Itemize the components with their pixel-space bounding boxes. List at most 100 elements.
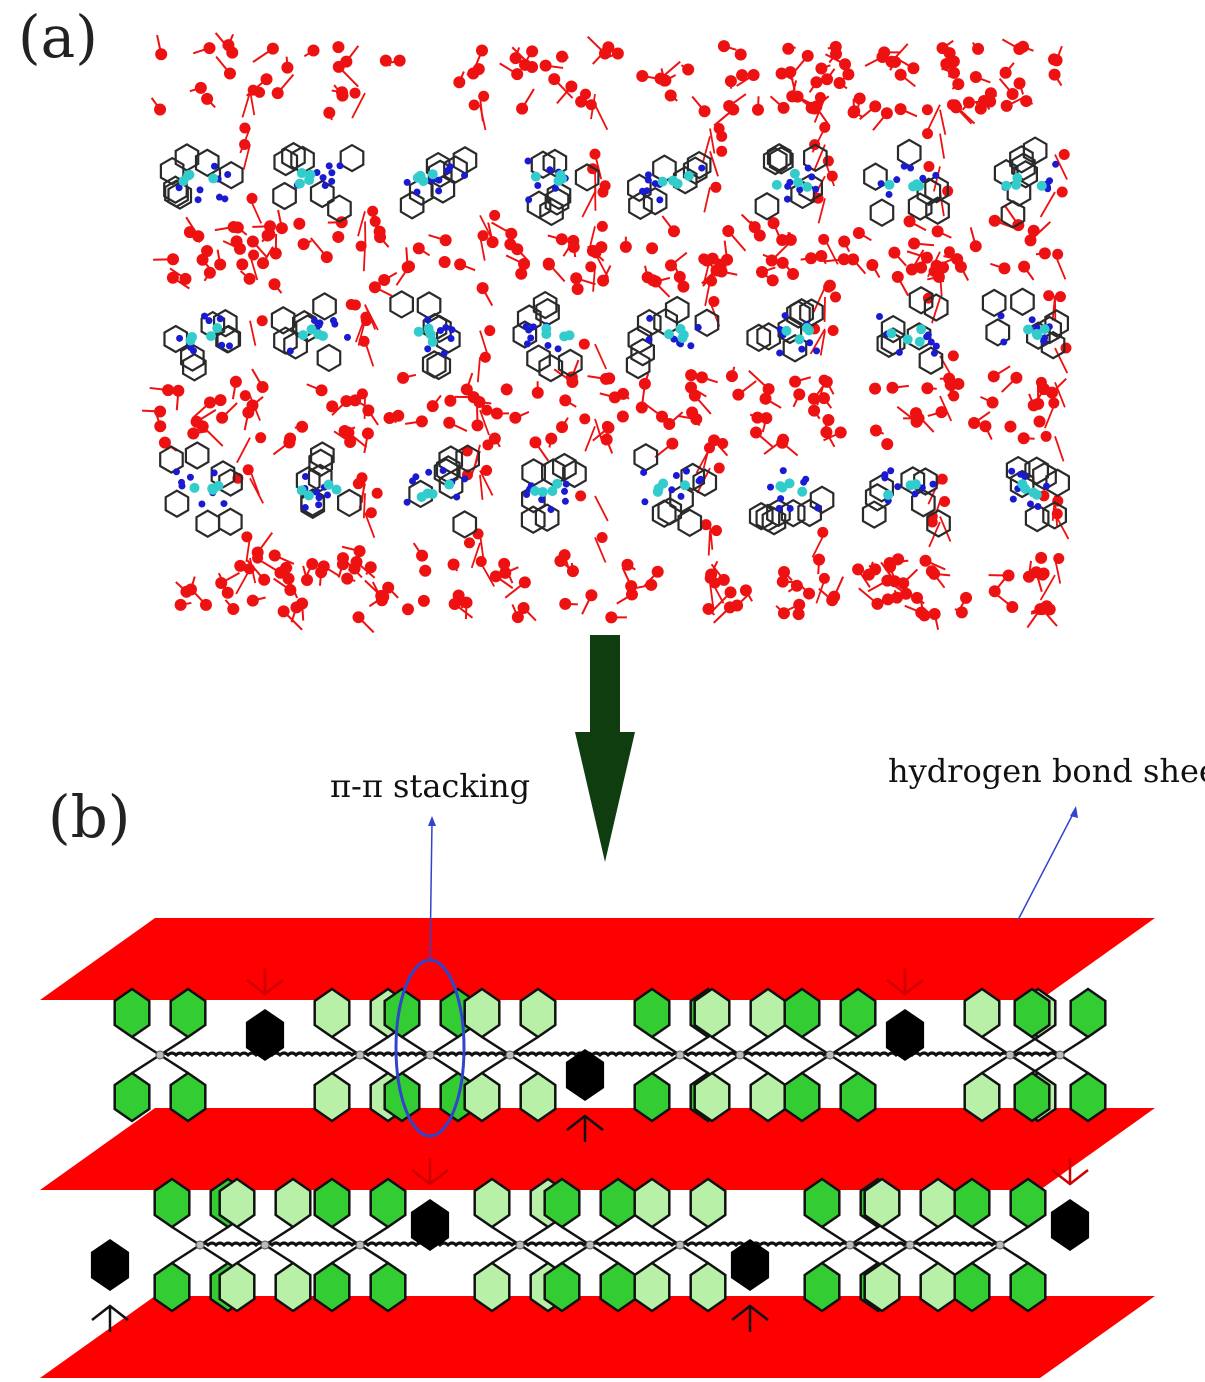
nitrogen-atom [893,176,901,184]
oxygen-atom [471,419,484,432]
oxygen-atom [871,597,884,610]
metal-atom [797,486,808,497]
framework-bond [594,153,603,180]
bipyridine-unit [473,1177,567,1313]
nitrogen-atom [524,157,532,165]
oxygen-atom [559,597,572,610]
oxygen-atom [1027,399,1040,412]
oxygen-atom [822,413,835,426]
oxygen-atom [403,260,416,273]
oxygen-atom [698,253,710,265]
oxygen-atom [636,70,649,83]
carbon-ring [918,346,944,375]
oxygen-atom [955,606,968,619]
carbon-ring [636,308,662,338]
carbon-ring [789,298,815,327]
oxygen-atom [979,420,992,433]
oxygen-atom [257,257,270,270]
carbon-ring [532,290,558,320]
carbon-ring [310,441,335,470]
framework-bond [242,144,251,170]
nitrogen-atom [413,188,421,196]
oxygen-atom [665,259,678,272]
nitrogen-atom [698,164,706,172]
nitrogen-atom [775,504,783,512]
oxygen-framework-band [150,32,1063,131]
oxygen-atom [739,584,752,597]
oxygen-atom [401,603,414,616]
oxygen-atom [852,226,865,239]
oxygen-atom [246,235,259,248]
linker-chain [158,1051,1066,1058]
oxygen-atom [158,436,171,449]
oxygen-atom [233,242,246,255]
oxygen-atom [349,299,361,311]
framework-bond [1039,574,1056,601]
framework-bond [939,271,943,297]
nitrogen-atom [447,334,455,342]
pyridine-ring [633,1071,671,1123]
nitrogen-atom [534,181,542,189]
oxygen-atom [909,407,922,420]
oxygen-atom [1010,371,1023,384]
oxygen-atom [174,598,187,611]
framework-bond [703,187,711,213]
framework-bond [594,418,604,445]
carbon-ring [630,337,656,367]
framework-bond [362,246,366,272]
metal-atom [883,489,894,500]
nitrogen-atom [881,474,889,482]
pyridine-ring [313,1261,351,1313]
carbon-ring [194,148,220,178]
metal-atom [557,173,568,184]
oxygen-atom [784,233,797,246]
nitrogen-atom [804,164,812,172]
nitrogen-atom [425,468,433,476]
oxygen-atom [545,432,558,445]
framework-bond [702,443,711,469]
framework-bond [249,198,263,224]
carbon-ring [542,148,568,178]
pyridine-ring [963,1071,1001,1123]
metal-atom [668,175,679,186]
nitrogen-atom [786,505,794,513]
oxygen-atom [915,606,928,619]
nitrogen-atom [189,347,197,355]
oxygen-atom [884,560,897,573]
nitrogen-atom [210,162,218,170]
oxygen-atom [793,598,806,611]
oxygen-atom [486,236,499,249]
carbon-ring [925,196,950,225]
oxygen-atom [900,587,913,600]
oxygen-atom [353,545,366,558]
oxygen-atom [511,68,524,81]
oxygen-atom [580,88,592,100]
oxygen-atom [340,395,353,408]
nitrogen-atom [523,491,531,499]
framework-bond [939,516,952,542]
oxygen-atom [194,81,207,94]
nitrogen-atom [929,480,937,488]
metal-center [825,1050,835,1060]
oxygen-atom [1048,53,1061,66]
oxygen-atom [830,291,842,303]
metal-atom [884,179,895,190]
metal-center [675,1240,685,1250]
oxygen-atom [335,86,348,99]
nitrogen-atom [682,467,690,475]
nitrogen-atom [932,171,940,179]
oxygen-atom [481,404,493,416]
oxygen-framework-column [345,87,383,539]
nitrogen-atom [194,196,202,204]
framework-bond [819,330,826,356]
carbon-ring [312,292,337,321]
oxygen-atom [349,394,362,407]
oxygen-atom [516,102,529,115]
hydrogen-bond-sheet-pointer [1017,811,1075,921]
oxygen-atom [227,602,240,615]
oxygen-atom [722,224,735,237]
oxygen-atom [686,406,699,419]
metal-center [355,1240,365,1250]
carbon-ring [802,143,828,173]
